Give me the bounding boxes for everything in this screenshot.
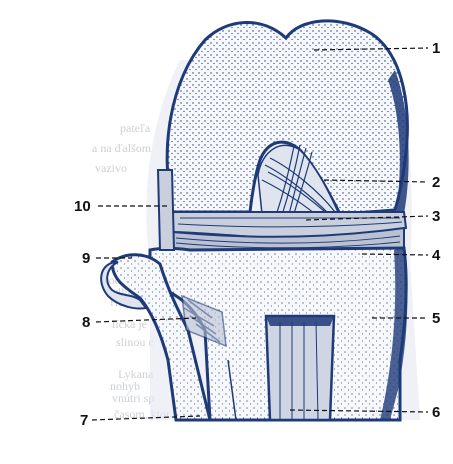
callout-10: 10 xyxy=(74,199,91,214)
patellar-ligament-stump xyxy=(266,316,334,420)
background-text-line: a na ďalšom xyxy=(92,141,152,155)
callout-1: 1 xyxy=(432,41,440,56)
callout-5: 5 xyxy=(432,311,440,326)
background-text-line: slinou c xyxy=(116,335,154,349)
fibular-collateral-ligament xyxy=(158,170,174,250)
callout-3: 3 xyxy=(432,209,440,224)
callout-9: 9 xyxy=(82,251,90,266)
patellar-ligament-top xyxy=(266,316,334,326)
callout-7: 7 xyxy=(80,413,88,428)
callout-2: 2 xyxy=(432,175,440,190)
background-text-line: vazivo xyxy=(95,161,127,175)
callout-8: 8 xyxy=(82,315,90,330)
background-text-line: vnútri sp xyxy=(112,391,154,405)
background-text-line: pateľa xyxy=(120,121,151,135)
callout-4: 4 xyxy=(432,248,440,263)
background-text-line: lícka je xyxy=(112,317,147,331)
callout-6: 6 xyxy=(432,405,440,420)
